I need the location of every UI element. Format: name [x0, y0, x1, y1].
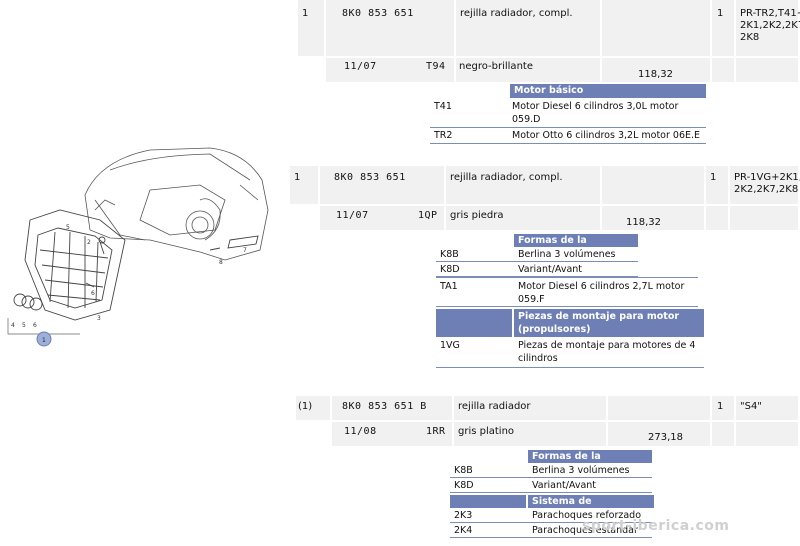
callout-8: 8 [219, 259, 223, 266]
color-name: gris piedra [450, 210, 504, 221]
callout-2: 2 [87, 239, 91, 246]
engine-code: TR2 [434, 130, 453, 141]
engine-desc: Motor Diesel 6 cilindros 3,0L motor [512, 101, 679, 112]
subtable-carroceria: Formas de la carrocería K8B Berlina 3 vo… [436, 234, 704, 370]
pr-codes: PR-TR2,T41+ [740, 8, 800, 19]
grille-illustration [13, 209, 259, 321]
callout-4: 4 [11, 322, 15, 329]
price: 273,18 [648, 432, 683, 443]
callout-5: 5 [66, 224, 70, 231]
body-code: K8D [454, 480, 474, 491]
bumper-desc: Parachoques estándar [532, 525, 638, 536]
start-date: 11/08 [344, 426, 377, 437]
pr-codes-line2: 2K2,2K7,2K8 [734, 184, 799, 195]
part-description: rejilla radiador [458, 401, 531, 412]
subtable-header: Formas de la carrocería [514, 234, 638, 259]
part-qty: 1 [710, 172, 717, 183]
body-code: K8B [440, 249, 459, 260]
part-entry-3[interactable]: (1) 8K0 853 651 B rejilla radiador 1 "S4… [296, 396, 800, 544]
engine-code: TA1 [440, 281, 458, 292]
subtable-row: TA1 Motor Diesel 6 cilindros 2,7L motor … [436, 277, 698, 307]
subtable-row: K8D Variant/Avant [436, 262, 638, 277]
part-description: rejilla radiador, compl. [450, 172, 563, 183]
qty-prefix: 1 [302, 8, 309, 19]
callout-1-bubble[interactable] [36, 331, 52, 347]
body-desc: Variant/Avant [532, 480, 597, 491]
mount-code: 1VG [440, 340, 460, 351]
subtable-row: K8B Berlina 3 volúmenes [450, 463, 652, 478]
engine-desc-line2: 059.D [512, 114, 541, 125]
part-number[interactable]: 8K0 853 651 [342, 8, 414, 19]
start-date: 11/07 [344, 61, 377, 72]
color-name: gris platino [458, 426, 515, 437]
pr-codes: "S4" [740, 401, 762, 412]
part-entry-2[interactable]: 1 8K0 853 651 rejilla radiador, compl. 1… [290, 166, 800, 371]
callout-1: 1 [42, 337, 46, 344]
body-code: K8B [454, 465, 473, 476]
callout-6b: 6 [33, 322, 37, 329]
pr-codes-line3: 2K8 [740, 32, 760, 43]
callout-5b: 5 [22, 322, 26, 329]
part-qty: 1 [717, 8, 724, 19]
pr-codes-line2: 2K1,2K2,2K7 [740, 20, 800, 31]
qty-prefix: 1 [294, 172, 301, 183]
engine-desc: Motor Otto 6 cilindros 3,2L motor 06E.E [512, 130, 701, 141]
callout-7: 7 [243, 247, 247, 254]
mount-desc-line2: cilindros [518, 353, 558, 364]
subtable-header: Piezas de montaje para motor (propulsore… [514, 309, 704, 337]
body-desc: Berlina 3 volúmenes [518, 249, 616, 260]
color-name: negro-brillante [459, 61, 533, 72]
pr-codes: PR-1VG+2K1, [734, 172, 800, 183]
subtable-row: 1VG Piezas de montaje para motores de 4 … [436, 337, 704, 368]
subtable-row: 2K4 Parachoques estándar [450, 523, 652, 538]
part-number[interactable]: 8K0 853 651 B [342, 401, 427, 412]
subtable-motor-basico: Motor básico T41 Motor Diesel 6 cilindro… [430, 84, 706, 144]
car-front-illustration [84, 147, 269, 261]
price: 118,32 [626, 217, 661, 228]
part-number[interactable]: 8K0 853 651 [334, 172, 406, 183]
body-desc: Berlina 3 volúmenes [532, 465, 630, 476]
engine-desc: Motor Diesel 6 cilindros 2,7L motor [518, 281, 685, 292]
part-qty: 1 [717, 401, 724, 412]
color-code: 1QP [418, 210, 438, 221]
price: 118,32 [638, 69, 673, 80]
callout-6: 6 [91, 290, 95, 297]
diagram-callouts: 5 2 3 6 8 7 4 5 6 [11, 224, 247, 329]
subtable-header: Formas de la carrocería [528, 450, 652, 475]
engine-code: T41 [434, 101, 452, 112]
subtable-row: 2K3 Parachoques reforzado [450, 508, 652, 523]
callout-3: 3 [97, 315, 101, 322]
bumper-desc: Parachoques reforzado [532, 510, 642, 521]
color-code: T94 [426, 61, 446, 72]
subtable-header: Motor básico [510, 84, 706, 98]
subtable-row: TR2 Motor Otto 6 cilindros 3,2L motor 06… [430, 128, 706, 144]
body-code: K8D [440, 264, 460, 275]
subtable-header: Sistema de parachoques [528, 495, 654, 520]
engine-desc-line2: 059.F [518, 294, 545, 305]
part-entry-1[interactable]: 1 8K0 853 651 rejilla radiador, compl. 1… [298, 0, 800, 145]
subtable-row: K8D Variant/Avant [450, 478, 652, 493]
subtable-row: T41 Motor Diesel 6 cilindros 3,0L motor … [430, 98, 706, 128]
bumper-code: 2K3 [454, 510, 473, 521]
part-description: rejilla radiador, compl. [460, 8, 573, 19]
bumper-code: 2K4 [454, 525, 473, 536]
subtable-carroceria-parachoques: Formas de la carrocería K8B Berlina 3 vo… [450, 450, 654, 542]
color-code: 1RR [426, 426, 446, 437]
start-date: 11/07 [336, 210, 369, 221]
body-desc: Variant/Avant [518, 264, 583, 275]
mount-desc: Piezas de montaje para motores de 4 [518, 340, 696, 351]
qty-prefix: (1) [298, 401, 313, 412]
subtable-row: K8B Berlina 3 volúmenes [436, 247, 638, 262]
parts-exploded-diagram: 5 2 3 6 8 7 4 5 6 1 [7, 147, 269, 347]
watermark: sport-iberica.com [582, 518, 730, 534]
